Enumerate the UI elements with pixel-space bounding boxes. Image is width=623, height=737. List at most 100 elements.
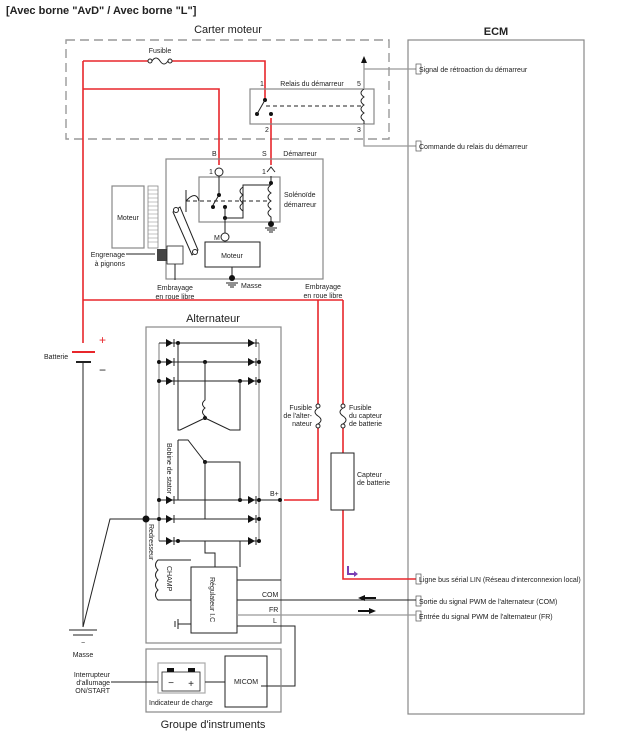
feedback-arrow-icon — [361, 56, 367, 63]
terminal-s-chevron — [266, 166, 276, 173]
battery-sensor-box — [330, 452, 355, 511]
starter-relay-box — [249, 88, 375, 125]
alt-fuse-label-3: nateur — [292, 421, 313, 428]
starter-relay-label: Relais du démarreur — [280, 81, 344, 88]
alt-fuse-label-1: Fusible — [289, 405, 312, 412]
instrument-cluster-label: Groupe d'instruments — [161, 719, 266, 731]
pinion-label-1: Engrenage — [91, 252, 125, 259]
battery-ground-icon — [69, 629, 97, 636]
sensor-fuse-label-2: du capteur — [349, 413, 383, 420]
relay-command-wire — [363, 124, 416, 147]
starter-ground-dot — [229, 275, 235, 281]
solenoid-internals — [185, 176, 277, 234]
starter-ground-icon — [226, 282, 238, 288]
rectifier-bridge — [142, 339, 282, 545]
regulator-label: Régulateur I.C — [208, 577, 215, 622]
l-wire — [237, 625, 296, 687]
b-plus-label: B+ — [270, 491, 279, 498]
solenoid-label-2: démarreur — [284, 202, 317, 209]
battery-sensor-label-2: de batterie — [357, 480, 390, 487]
ecm-terminal-lin: Ligne bus sérial LIN (Réseau d'interconn… — [419, 577, 581, 584]
com-label: COM — [262, 592, 279, 599]
terminal-m-post — [220, 232, 230, 242]
engine-compartment-frame — [65, 39, 390, 140]
relay-coil — [360, 88, 365, 124]
clutch-right-label-1: Embrayage — [305, 284, 341, 291]
relay-pin-3: 3 — [357, 127, 361, 134]
battery-ground-label: Masse — [73, 652, 94, 659]
starter-motor-label: Moteur — [221, 253, 243, 260]
starter-terminal-b: B — [212, 151, 217, 158]
indicator-minus: − — [168, 678, 174, 689]
engine-block — [111, 185, 145, 249]
starter-label: Démarreur — [283, 151, 317, 158]
ignition-label-2: d'allumage — [76, 680, 110, 687]
sensor-fuse-label-3: de batterie — [349, 421, 382, 428]
engine-label: Moteur — [117, 215, 139, 222]
lin-arrow-icon — [347, 566, 356, 575]
main-fuse-label: Fusible — [149, 48, 172, 55]
overrunning-clutch — [166, 245, 184, 265]
micom-label: MICOM — [234, 679, 258, 686]
relay-pin-1: 1 — [260, 81, 264, 88]
battery-symbol — [72, 351, 95, 627]
solenoid-box — [198, 176, 281, 223]
alternator-frame — [145, 326, 282, 644]
instrument-cluster-frame — [145, 648, 282, 713]
l-label: L — [273, 618, 277, 625]
alternator-label: Alternateur — [186, 313, 240, 325]
clutch-right-label-2: en roue libre — [304, 293, 343, 300]
ecm-terminal-relay-command: Commande du relais du démarreur — [419, 144, 528, 151]
lin-bus-wire — [342, 510, 416, 580]
relay-pin-5: 5 — [357, 81, 361, 88]
ecm-frame — [407, 39, 585, 715]
regulator-ground-icon — [174, 619, 191, 629]
starter-ground-label: Masse — [241, 283, 262, 290]
indicator-plus: + — [188, 679, 194, 690]
stator-winding — [177, 343, 241, 519]
battery-ground-minus: − — [81, 640, 85, 647]
alternator-fuse — [314, 403, 322, 429]
clutch-label-2: en roue libre — [156, 294, 195, 301]
ecm-terminal-feedback: Signal de rétroaction du démarreur — [419, 67, 528, 74]
starter-pin-1a: 1 — [209, 169, 213, 176]
starter-frame — [165, 158, 324, 280]
rectifier-label: Redresseur — [147, 524, 154, 561]
com-arrow-left-icon — [358, 595, 376, 601]
terminal-b-post — [214, 167, 224, 177]
starter-terminal-m: M — [214, 235, 220, 242]
sensor-fuse-label-1: Fusible — [349, 405, 372, 412]
regulator-feed-wires — [204, 541, 241, 567]
field-label: CHAMP — [165, 566, 172, 592]
ecm-label: ECM — [484, 26, 508, 38]
pinion-gear — [157, 249, 167, 261]
starter-pin-1b: 1 — [262, 169, 266, 176]
engine-compartment-label: Carter moteur — [194, 24, 262, 36]
pinion-label-2: à pignons — [95, 261, 126, 268]
relay-switch — [255, 98, 364, 116]
fr-label: FR — [269, 607, 278, 614]
ignition-label-1: Interrupteur — [74, 672, 111, 679]
ecm-terminal-com: Sortie du signal PWM de l'alternateur (C… — [419, 599, 557, 606]
charge-indicator-label: Indicateur de charge — [149, 700, 213, 707]
ring-gear — [147, 185, 159, 249]
ignition-label-3: ON/START — [75, 688, 110, 695]
alternator-bplus-wire — [284, 428, 319, 501]
diagram-title: [Avec borne "AvD" / Avec borne "L"] — [6, 5, 197, 17]
battery-icon — [161, 671, 201, 692]
starter-b-wire — [83, 88, 220, 165]
fr-arrow-right-icon — [358, 608, 376, 614]
battery-label: Batterie — [44, 354, 68, 361]
field-coil — [155, 559, 191, 601]
rectifier-ground-wire — [82, 518, 146, 628]
stator-label: Bobine de stator — [165, 443, 172, 495]
solenoid-label-1: Solénoïde — [284, 192, 316, 199]
ecm-terminals: Signal de rétroaction du démarreur Comma… — [415, 63, 581, 622]
fuse-wire-right — [172, 60, 266, 100]
battery-sensor-fuse — [339, 403, 347, 429]
battery-sensor-label-1: Capteur — [357, 472, 383, 479]
alt-fuse-label-2: de l'alter- — [283, 413, 312, 420]
clutch-label-1: Embrayage — [157, 285, 193, 292]
starter-terminal-s: S — [262, 151, 267, 158]
